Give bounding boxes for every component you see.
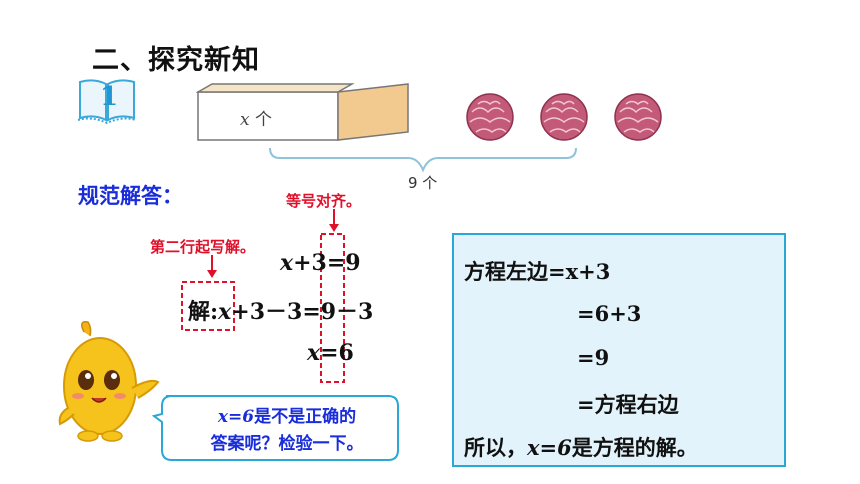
solution-heading: 规范解答：: [78, 184, 183, 208]
equation-line-1: x+3=9: [280, 250, 361, 276]
check-line-4: =方程右边: [577, 393, 679, 417]
box-illustration: [195, 82, 410, 146]
ball-icon: [466, 93, 514, 141]
speech-bubble: [151, 392, 402, 468]
mascot-illustration: [54, 318, 164, 452]
check-line-1: 方程左边=x+3: [464, 259, 611, 284]
brace: [268, 146, 578, 178]
check-line-5: 所以，x=6是方程的解。: [464, 435, 698, 460]
box-label: x 个: [240, 110, 272, 130]
check-line-3: =9: [577, 345, 610, 370]
example-number: 1: [100, 82, 119, 112]
check-line-2: =6+3: [577, 301, 642, 326]
page-title: 二、探究新知: [92, 45, 260, 76]
ball-icon: [614, 93, 662, 141]
bubble-text: x=6是不是正确的 答案呢？检验一下。: [210, 407, 364, 454]
note-align: 等号对齐。: [286, 192, 362, 210]
equation-line-2: 解:x+3－3=9－3: [188, 299, 374, 325]
note-second-line: 第二行起写解。: [150, 238, 256, 256]
check-panel: [452, 233, 786, 467]
ball-icon: [540, 93, 588, 141]
example-book-icon: 1: [76, 76, 138, 126]
balls-group: [464, 92, 684, 146]
total-label: 9 个: [408, 174, 438, 192]
equation-line-3: x=6: [307, 340, 354, 366]
